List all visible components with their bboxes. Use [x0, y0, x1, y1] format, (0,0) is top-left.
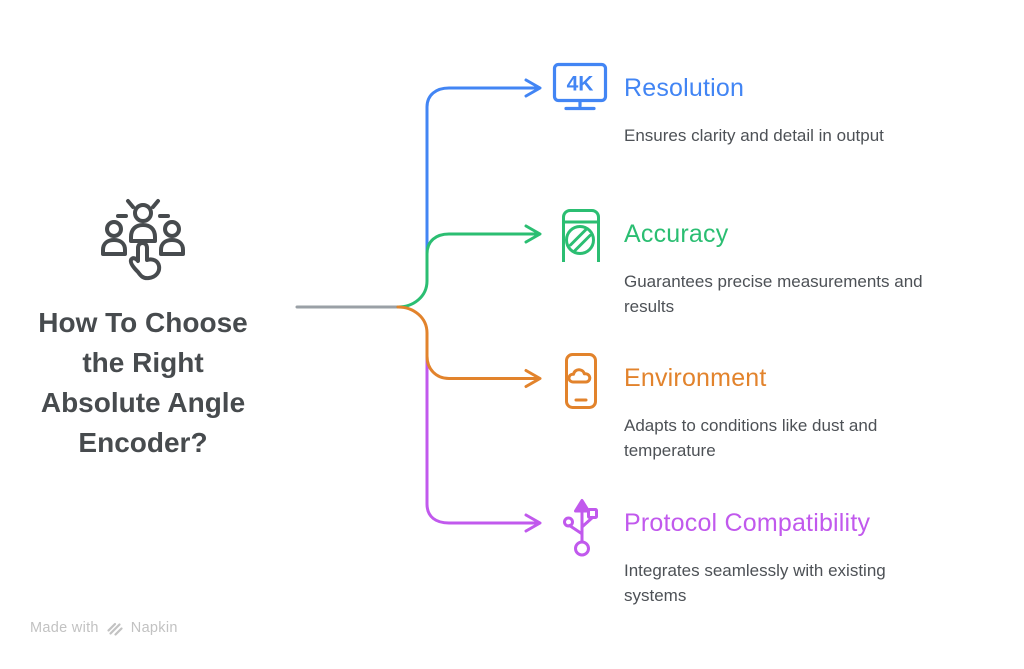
- usb-icon: [563, 497, 601, 557]
- branch-accuracy: Accuracy Guarantees precise measurements…: [552, 204, 992, 354]
- 4k-monitor-icon: 4K: [552, 62, 608, 112]
- connector-protocol: [425, 350, 539, 525]
- phone-cloud-icon: [564, 352, 598, 410]
- watermark: Made with Napkin: [30, 620, 178, 636]
- arrowhead-protocol-icon: [524, 513, 542, 533]
- gauge-device-icon: [561, 208, 601, 262]
- arrowhead-accuracy-icon: [524, 224, 542, 244]
- main-question-title: How To Choose the Right Absolute Angle E…: [38, 307, 248, 458]
- connector-accuracy: [396, 232, 539, 309]
- napkin-brand-text: Napkin: [130, 620, 178, 636]
- branch-protocol-compatibility: Protocol Compatibility Integrates seamle…: [552, 493, 992, 643]
- napkin-logo-icon: [106, 621, 124, 636]
- branch-label-protocol-compatibility: Protocol Compatibility: [624, 508, 871, 537]
- branch-resolution: 4K Resolution Ensures clarity and detail…: [552, 58, 992, 208]
- people-choice-icon: [101, 196, 185, 288]
- branch-description-accuracy: Guarantees precise measurements and resu…: [624, 272, 923, 316]
- branch-description-environment: Adapts to conditions like dust and tempe…: [624, 416, 878, 460]
- arrowhead-resolution-icon: [524, 78, 542, 98]
- branch-label-accuracy: Accuracy: [624, 219, 729, 248]
- 4k-label: 4K: [567, 73, 594, 96]
- made-with-text: Made with: [30, 620, 99, 636]
- arrowhead-environment-icon: [524, 369, 542, 388]
- branch-label-resolution: Resolution: [624, 73, 745, 102]
- branch-description-resolution: Ensures clarity and detail in output: [624, 126, 884, 145]
- connector-resolution: [425, 86, 539, 256]
- branch-description-protocol-compatibility: Integrates seamlessly with existing syst…: [624, 561, 886, 605]
- branch-environment: Environment Adapts to conditions like du…: [552, 348, 992, 498]
- connector-environment: [396, 305, 539, 380]
- branch-label-environment: Environment: [624, 363, 767, 392]
